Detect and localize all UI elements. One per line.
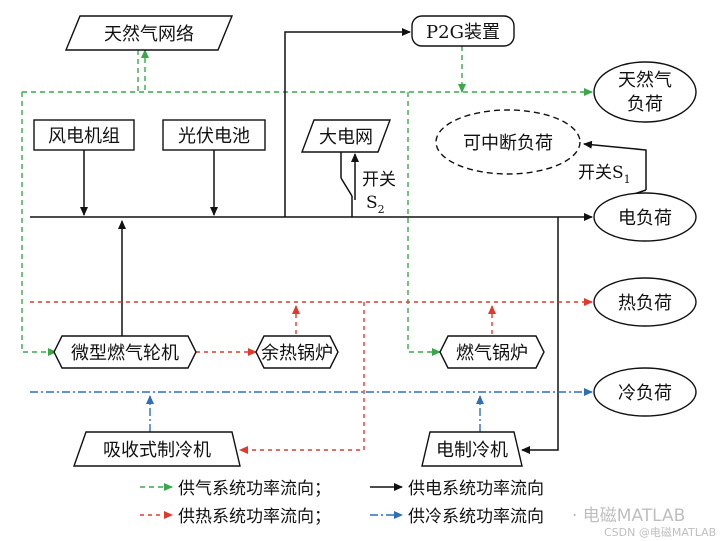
gas-to-boiler	[407, 92, 441, 356]
micro-gas-turbine-label: 微型燃气轮机	[71, 343, 179, 364]
legend-gas-label: 供气系统功率流向；	[178, 479, 331, 499]
gas-flow-lines	[21, 46, 593, 356]
heat-flow-lines	[30, 298, 593, 454]
grid-switch-s2	[340, 177, 353, 197]
switch-s2-label: 开关	[362, 170, 396, 190]
main-grid-node: 大电网	[300, 119, 392, 153]
electric-load-label: 电负荷	[618, 208, 672, 229]
gas-boiler-node: 燃气锅炉	[439, 335, 545, 369]
gas-boiler-label: 燃气锅炉	[456, 343, 528, 364]
gas-load-label-1: 天然气	[618, 70, 672, 91]
wind-turbine-node: 风电机组	[33, 119, 135, 151]
absorption-chiller-node: 吸收式制冷机	[73, 431, 241, 467]
waste-heat-boiler-label: 余热锅炉	[261, 343, 333, 364]
bus-to-p2g	[284, 28, 411, 217]
switch-s1-label: 开关S1	[578, 163, 631, 186]
main-grid-label: 大电网	[319, 127, 373, 148]
legend: 供气系统功率流向； 供电系统功率流向 供热系统功率流向； 供冷系统功率流向	[140, 479, 544, 527]
gas-load-node: 天然气 负荷	[593, 61, 697, 123]
cooling-flow-lines	[30, 388, 593, 432]
watermark-brand: · 电磁MATLAB	[572, 506, 685, 526]
pv-battery-node: 光伏电池	[162, 119, 266, 151]
electric-chiller-node: 电制冷机	[421, 431, 523, 467]
electric-chiller-label: 电制冷机	[436, 440, 508, 461]
gas-left-down	[21, 92, 57, 356]
bus-to-chiller	[521, 217, 559, 454]
gas-load-label-2: 负荷	[627, 94, 663, 115]
legend-cooling-label: 供冷系统功率流向	[408, 507, 544, 527]
watermark-csdn: CSDN @电磁MATLAB	[604, 526, 716, 539]
legend-power-label: 供电系统功率流向	[408, 479, 544, 499]
waste-heat-boiler-node: 余热锅炉	[255, 335, 339, 369]
legend-heat-label: 供热系统功率流向；	[178, 507, 331, 527]
switch-s1-line	[583, 140, 647, 190]
wind-turbine-label: 风电机组	[48, 126, 120, 147]
interruptible-load-node: 可中断负荷	[435, 109, 581, 175]
p2g-device-label: P2G装置	[426, 22, 500, 43]
switch-s2-symbol: S2	[366, 193, 385, 216]
p2g-device-node: P2G装置	[411, 15, 515, 47]
micro-gas-turbine-node: 微型燃气轮机	[53, 335, 197, 369]
natural-gas-network-node: 天然气网络	[64, 15, 234, 51]
power-flow-lines	[30, 28, 647, 454]
watermark: · 电磁MATLAB CSDN @电磁MATLAB	[572, 506, 716, 539]
heat-to-absorption	[239, 302, 365, 454]
heat-load-node: 热负荷	[593, 277, 697, 327]
cooling-load-node: 冷负荷	[593, 367, 697, 417]
electric-load-node: 电负荷	[593, 192, 697, 242]
pv-battery-label: 光伏电池	[178, 126, 250, 147]
interruptible-load-label: 可中断负荷	[463, 133, 553, 154]
natural-gas-network-label: 天然气网络	[104, 24, 194, 45]
absorption-chiller-label: 吸收式制冷机	[103, 440, 211, 461]
cooling-load-label: 冷负荷	[618, 383, 672, 404]
heat-load-label: 热负荷	[618, 293, 672, 314]
